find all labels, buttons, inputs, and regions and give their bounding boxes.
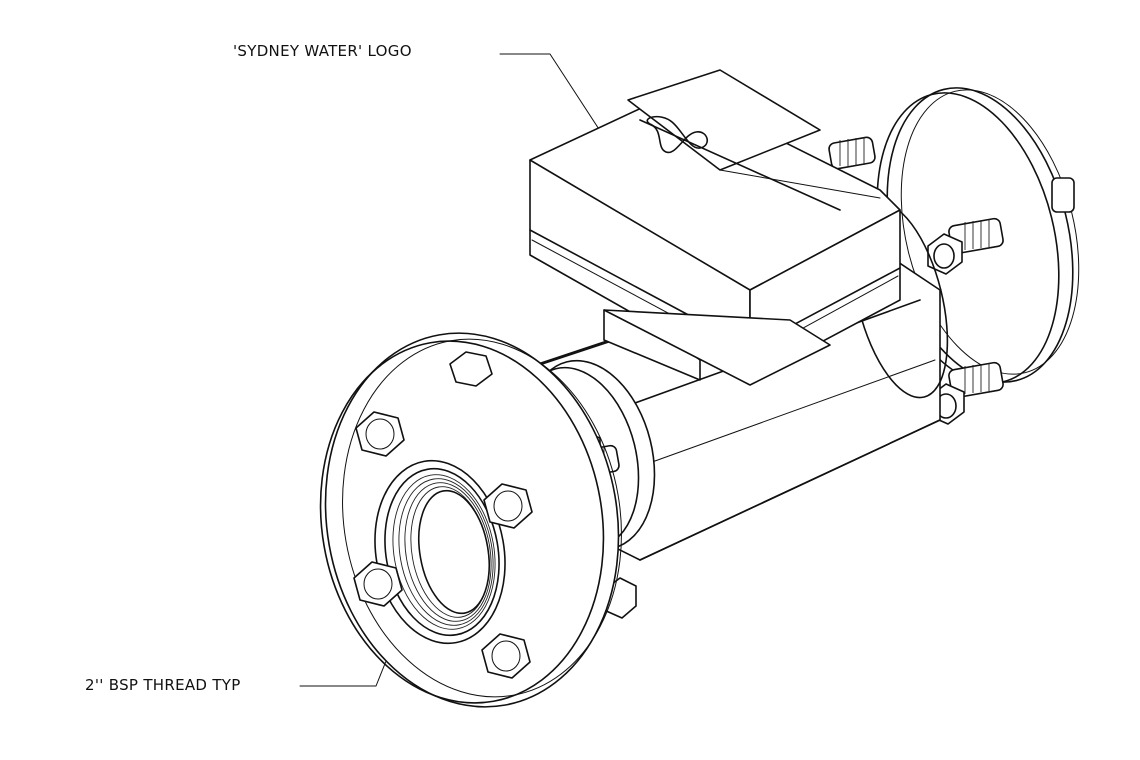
front-flange (319, 332, 622, 708)
thread-callout-label: 2'' BSP THREAD TYP (85, 676, 241, 694)
front-bolt-left (353, 561, 403, 607)
threaded-bore (374, 459, 506, 645)
rear-stud-low (929, 361, 1004, 425)
front-bolt-right (483, 483, 533, 529)
logo-callout-label: 'SYDNEY WATER' LOGO (233, 42, 412, 60)
front-bolt-top-left (355, 411, 405, 457)
rear-stud-right (1051, 177, 1075, 213)
rear-stud-mid (927, 217, 1004, 275)
rear-stud-top (828, 136, 876, 170)
front-bolt-top-rear (449, 351, 493, 387)
front-bolt-bottom (481, 633, 531, 679)
sydney-water-logo (646, 115, 708, 154)
transmitter-head (529, 69, 901, 386)
